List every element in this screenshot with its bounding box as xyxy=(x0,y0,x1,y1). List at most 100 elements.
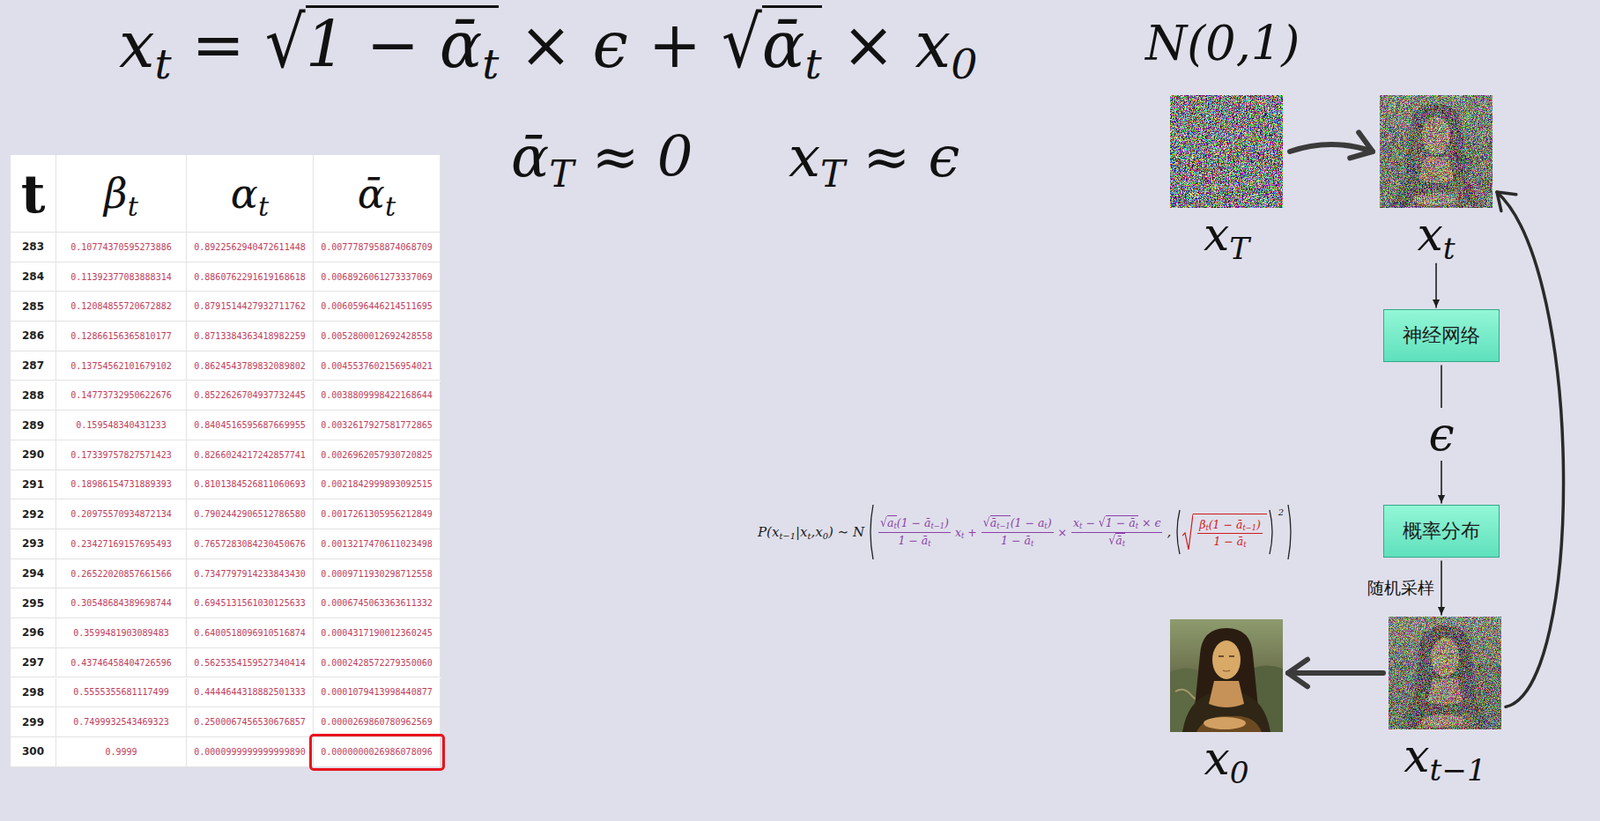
subscript: t−1 xyxy=(778,531,796,541)
table-value: 0.0001079413998440877 xyxy=(320,687,432,697)
table-value: 0.8404516595687669955 xyxy=(193,420,305,430)
table-cell: 289 xyxy=(10,410,57,441)
subscript: t−1 xyxy=(931,522,945,532)
subscript: t xyxy=(807,531,811,541)
table-value: 0.18986154731889393 xyxy=(70,479,171,489)
table-cell: 0.43746458404726596 xyxy=(56,648,187,679)
table-cell: 0.0004317190012360245 xyxy=(313,618,441,649)
arrow-head xyxy=(1349,132,1373,158)
row-number: 287 xyxy=(22,359,45,372)
formula-lead: P(xt−1|xt,x0) ∼ N xyxy=(755,524,867,541)
noise-field xyxy=(1379,95,1493,208)
table-cell: 0.0006745063363611332 xyxy=(313,588,441,619)
table-cell: 0.3599481903089483 xyxy=(56,618,187,649)
bracket-stroke xyxy=(1269,510,1273,555)
bracket-stroke xyxy=(1288,504,1291,560)
fraction: √at(1 − āt−1)1 − āt xyxy=(878,516,951,549)
table-value: 0.5555355681117499 xyxy=(73,687,169,697)
table-cell: 0.2500067456530676857 xyxy=(186,707,314,738)
radical-sign: √ xyxy=(983,515,991,532)
table-value: 0.0038809998422168644 xyxy=(320,390,432,400)
subscript: t xyxy=(927,539,931,549)
table-value: 0.10774370595273886 xyxy=(70,242,171,252)
table-cell: 0.12866156365810177 xyxy=(56,321,187,352)
table-cell: αt xyxy=(186,155,314,233)
table-value: 0.11392377083888314 xyxy=(70,272,171,282)
table-cell: 296 xyxy=(10,618,57,649)
table-value: 0.0000000026986078096 xyxy=(320,747,432,757)
row-number: 296 xyxy=(22,626,45,639)
table-value: 0.20975570934872134 xyxy=(70,509,171,519)
table-cell: 284 xyxy=(10,262,57,293)
table-cell: 0.0021842999893092515 xyxy=(313,470,441,501)
radicand: ᾱt xyxy=(762,5,823,82)
highlight-box xyxy=(309,733,445,771)
row-number: 289 xyxy=(22,419,45,432)
subscript: t−1 xyxy=(996,522,1010,532)
image-node: x0 xyxy=(1170,619,1283,733)
row-number: 299 xyxy=(22,716,45,729)
subscript: t xyxy=(1205,523,1208,533)
numerator: βt(1 − āt−1) xyxy=(1197,518,1263,534)
table-cell: βt xyxy=(56,155,187,233)
table-value: 0.3599481903089483 xyxy=(73,628,169,638)
table-value: 0.9999 xyxy=(104,747,137,757)
table-value: 0.0000269860780962569 xyxy=(320,717,432,727)
table-cell: 0.0013217470611023498 xyxy=(313,529,441,560)
radical-sign: √ xyxy=(721,0,763,87)
table-value: 0.0004317190012360245 xyxy=(320,628,432,638)
image-node: xT xyxy=(1170,95,1283,208)
table-value: 0.7657283084230450676 xyxy=(193,539,305,549)
noisy-portrait xyxy=(1388,616,1502,730)
subscript: t−1 xyxy=(1242,523,1256,533)
radicand: 1 − ᾱt xyxy=(305,5,500,82)
subscript: t xyxy=(1122,539,1126,549)
connector-line xyxy=(1288,670,1384,676)
subscript: t xyxy=(1044,522,1047,532)
table-value: 0.43746458404726596 xyxy=(70,658,171,668)
subscript: t−1 xyxy=(1429,752,1486,788)
table-cell: 295 xyxy=(10,588,57,619)
numerator: √at(1 − āt−1) xyxy=(878,516,951,532)
image-caption: xt xyxy=(1416,209,1455,260)
table-cell: 0.0000000026986078096 xyxy=(313,737,441,768)
subscript: t xyxy=(155,39,172,89)
portrait-copy xyxy=(1379,95,1493,208)
arrow-head xyxy=(1437,607,1445,615)
table-value: 0.0068926061273337069 xyxy=(320,272,432,282)
column-header: αt xyxy=(230,170,269,218)
box-label: 神经网络 xyxy=(1402,324,1481,348)
radical-sign xyxy=(1182,513,1193,551)
table-cell: 0.7347797914233843430 xyxy=(186,559,314,590)
table-value: 0.26522020857661566 xyxy=(70,569,171,579)
subscript: t xyxy=(961,531,964,541)
table-cell: 0.8922562940472611448 xyxy=(186,232,314,263)
radical-sign: √ xyxy=(1098,515,1106,532)
subscript: 0 xyxy=(1229,755,1250,791)
table-cell: 0.7657283084230450676 xyxy=(186,529,314,560)
alpha-bar-limit: ᾱT ≈ 0 xyxy=(511,121,693,193)
formula-term: xt + xyxy=(953,525,979,540)
table-value: 0.8791514427932711762 xyxy=(193,301,305,312)
table-cell: 0.12084855720672882 xyxy=(56,291,187,322)
bracket xyxy=(866,503,875,561)
table-value: 0.14773732950622676 xyxy=(70,390,171,400)
table-cell: 0.26522020857661566 xyxy=(56,559,187,590)
portrait-copy xyxy=(1388,616,1502,730)
table-value: 0.0002428572279350060 xyxy=(320,658,432,668)
subscript: t xyxy=(893,522,897,532)
radicand: βt(1 − āt−1)1 − āt xyxy=(1192,513,1267,551)
subscript: t xyxy=(127,190,139,222)
table-cell: 0.8522626704937732445 xyxy=(186,381,314,412)
column-header: βt xyxy=(103,170,139,218)
table-cell: 298 xyxy=(10,678,57,709)
forward-formula: xt = √1 − ᾱt × ϵ + √ᾱt × x0 xyxy=(118,5,978,85)
table-cell: 0.0052800012692428558 xyxy=(313,321,441,352)
subscript: t xyxy=(1030,539,1034,549)
table-cell: 0.159548340431233 xyxy=(56,410,187,441)
connector xyxy=(1288,659,1384,688)
radical-sign: √ xyxy=(880,515,888,532)
table-cell: 0.7499932543469323 xyxy=(56,707,187,738)
table-value: 0.17339757827571423 xyxy=(70,450,171,460)
row-number: 297 xyxy=(22,656,45,669)
